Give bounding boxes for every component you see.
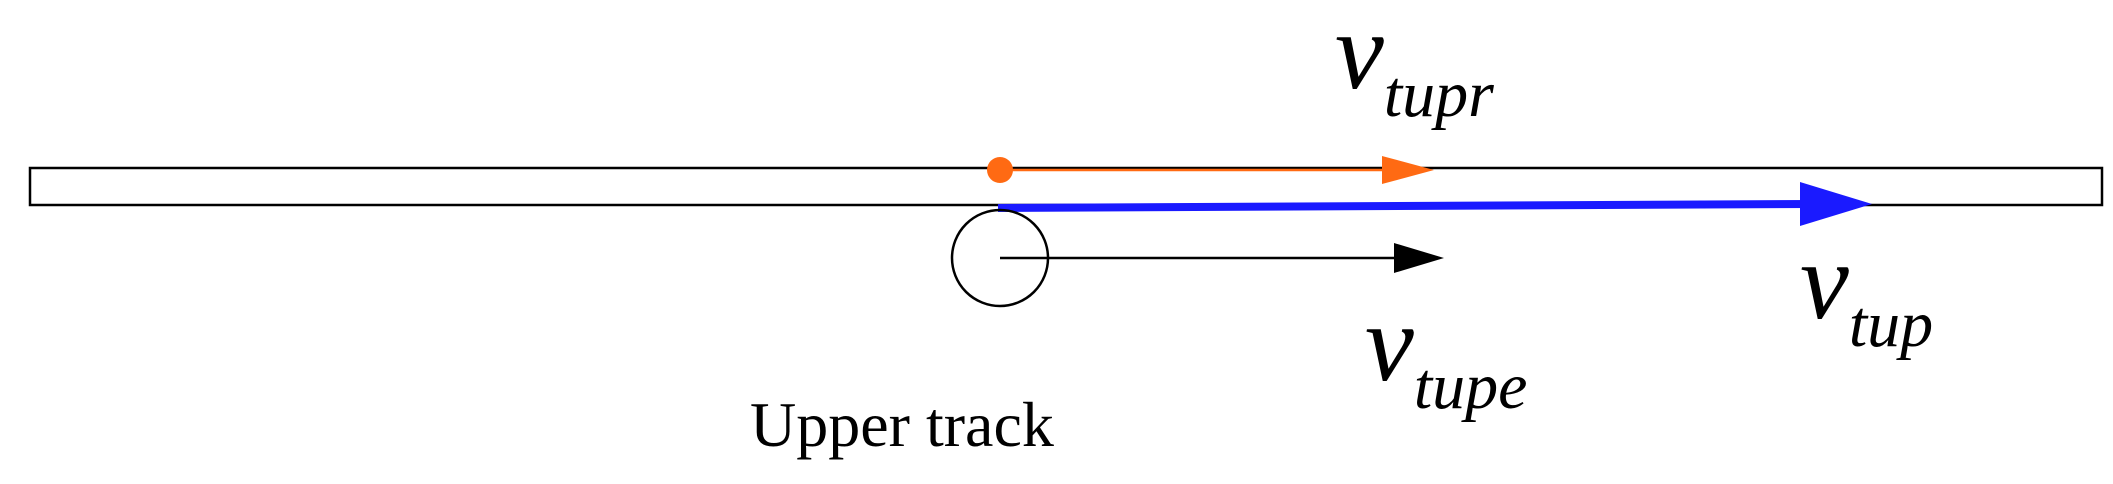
v-tup-main: v [1800,220,1849,342]
v-tupe-subscript: tupe [1414,350,1528,423]
v-tupe-label: vtupe [1365,282,1527,423]
upper-track-bar [28,166,2104,207]
v-tupr-label: vtupr [1335,0,1494,131]
v-tupe-main: v [1365,282,1414,404]
v-tupe-arrowhead [1394,243,1444,273]
v-tup-subscript: tup [1849,288,1933,361]
v-tupr-subscript: tupr [1384,58,1494,131]
v-tup-label: vtup [1800,220,1933,361]
v-tupr-main: v [1335,0,1384,112]
upper-track-caption: Upper track [750,389,1054,460]
contact-point-dot [987,157,1013,183]
v-tup-arrowhead [1800,182,1872,226]
v-tupr-arrowhead [1382,156,1434,184]
v-tup-arrow-shaft [997,200,1813,212]
